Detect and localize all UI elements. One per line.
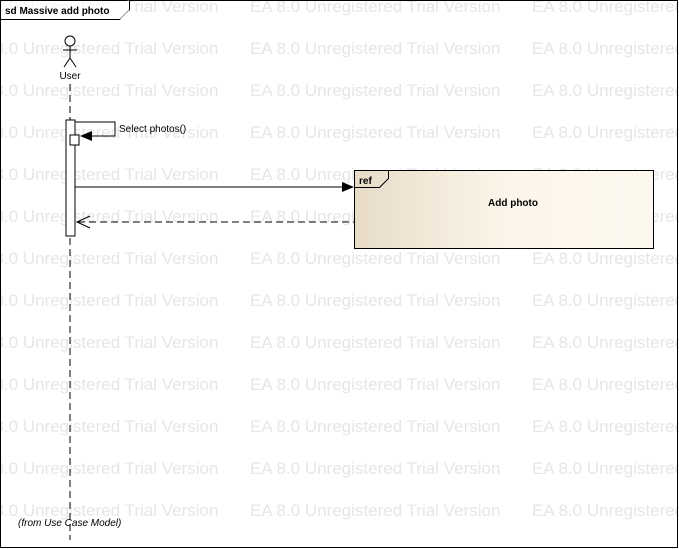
watermark-text: EA 8.0 Unregistered Trial Version bbox=[250, 417, 500, 436]
watermark-text: EA 8.0 Unregistered Trial Version bbox=[532, 501, 679, 520]
watermark-text: EA 8.0 Unregistered Trial Version bbox=[0, 375, 218, 394]
watermark-text: EA 8.0 Unregistered Trial Version bbox=[250, 0, 500, 16]
watermark-text: EA 8.0 Unregistered Trial Version bbox=[532, 123, 679, 142]
ref-label: Add photo bbox=[488, 198, 538, 209]
watermark-text: EA 8.0 Unregistered Trial Version bbox=[250, 123, 500, 142]
watermark-text: EA 8.0 Unregistered Trial Version bbox=[250, 39, 500, 58]
watermark-text: EA 8.0 Unregistered Trial Version bbox=[532, 39, 679, 58]
watermark-text: EA 8.0 Unregistered Trial Version bbox=[532, 459, 679, 478]
watermark-text: EA 8.0 Unregistered Trial Version bbox=[250, 375, 500, 394]
self-message-line bbox=[75, 121, 116, 137]
watermark-text: EA 8.0 Unregistered Trial Version bbox=[250, 333, 500, 352]
ref-tag-outline bbox=[354, 170, 389, 188]
ref-tag: ref bbox=[359, 176, 372, 187]
watermark-text: EA 8.0 Unregistered Trial Version bbox=[0, 207, 218, 226]
watermark-text: EA 8.0 Unregistered Trial Version bbox=[532, 291, 679, 310]
activation-bar bbox=[65, 119, 76, 237]
watermark-text: EA 8.0 Unregistered Trial Version bbox=[532, 249, 679, 268]
return-message-arrowhead bbox=[75, 215, 91, 229]
watermark-text: EA 8.0 Unregistered Trial Version bbox=[0, 417, 218, 436]
watermark-text: EA 8.0 Unregistered Trial Version bbox=[0, 39, 218, 58]
watermark-text: EA 8.0 Unregistered Trial Version bbox=[0, 165, 218, 184]
ref-box bbox=[354, 170, 654, 249]
watermark-text: EA 8.0 Unregistered Trial Version bbox=[532, 0, 679, 16]
frame-title: sd Massive add photo bbox=[5, 6, 109, 17]
footer-note: (from Use Case Model) bbox=[18, 518, 121, 529]
watermark-text: EA 8.0 Unregistered Trial Version bbox=[0, 291, 218, 310]
watermark-text: EA 8.0 Unregistered Trial Version bbox=[0, 249, 218, 268]
watermark-layer: EA 8.0 Unregistered Trial Version EA 8.0 … bbox=[0, 0, 679, 520]
watermark-text: EA 8.0 Unregistered Trial Version bbox=[0, 459, 218, 478]
actor-icon bbox=[63, 35, 77, 68]
watermark-text: EA 8.0 Unregistered Trial Version bbox=[0, 123, 218, 142]
self-message-label: Select photos() bbox=[119, 124, 186, 135]
watermark-text: EA 8.0 Unregistered Trial Version bbox=[0, 81, 218, 100]
watermark-text: EA 8.0 Unregistered Trial Version bbox=[532, 333, 679, 352]
self-message-arrowhead bbox=[80, 131, 92, 141]
watermark-text: EA 8.0 Unregistered Trial Version bbox=[250, 249, 500, 268]
watermark-text: EA 8.0 Unregistered Trial Version bbox=[250, 459, 500, 478]
watermark-text: EA 8.0 Unregistered Trial Version bbox=[250, 81, 500, 100]
watermark-text: EA 8.0 Unregistered Trial Version bbox=[250, 501, 500, 520]
call-message-arrowhead bbox=[342, 182, 354, 192]
watermark-text: EA 8.0 Unregistered Trial Version bbox=[250, 291, 500, 310]
watermark-text: EA 8.0 Unregistered Trial Version bbox=[532, 375, 679, 394]
watermark-text: EA 8.0 Unregistered Trial Version bbox=[0, 501, 218, 520]
actor-label: User bbox=[59, 71, 81, 82]
watermark-text: EA 8.0 Unregistered Trial Version bbox=[0, 333, 218, 352]
watermark-text: EA 8.0 Unregistered Trial Version bbox=[532, 417, 679, 436]
nested-activation-bar bbox=[69, 134, 80, 146]
watermark-text: EA 8.0 Unregistered Trial Version bbox=[532, 81, 679, 100]
